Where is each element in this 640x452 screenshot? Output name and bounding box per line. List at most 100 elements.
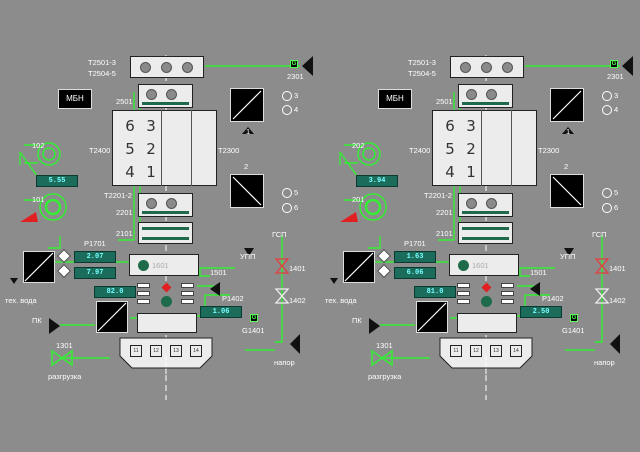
cooler-block[interactable] — [96, 301, 128, 333]
thrust-pad: 12 — [150, 345, 162, 357]
label-1402: 1402 — [609, 296, 626, 305]
flow-indicator[interactable]: G — [570, 314, 578, 322]
motor-1-block[interactable] — [230, 88, 264, 122]
label-g1401: G1401 — [562, 326, 585, 335]
label-gsp: ГСП — [272, 230, 287, 239]
winding-label: 6 — [445, 117, 455, 135]
label-4: 4 — [294, 105, 299, 114]
label-1501: 1501 — [210, 268, 227, 277]
value-display-pressure: 2.07 — [74, 251, 116, 263]
label-napor: напор — [274, 358, 295, 367]
bearing-block-2101[interactable] — [458, 222, 513, 244]
label-pk: ПК — [352, 316, 362, 325]
pump-block[interactable] — [343, 251, 375, 283]
arrow-left-icon — [290, 334, 300, 354]
temp-label-t2501: T2501-3 — [408, 58, 436, 67]
status-ring-4 — [282, 105, 292, 115]
status-ring-3 — [282, 91, 292, 101]
motor-1-block[interactable] — [550, 88, 584, 122]
arrow-right-icon — [49, 318, 60, 334]
temp-label-t2300: T2300 — [218, 146, 240, 155]
pump-block[interactable] — [23, 251, 55, 283]
bearing-block-2101[interactable] — [138, 222, 193, 244]
label-2201: 2201 — [116, 208, 133, 217]
label-motor-2: 2 — [564, 162, 569, 171]
label-upp: УПП — [240, 252, 256, 261]
value-display-flow: 7.97 — [74, 267, 116, 279]
temp-label-t2201: T2201-2 — [424, 191, 452, 200]
label-fan-top: 202 — [352, 141, 365, 150]
stator-block[interactable]: 6 3 5 2 4 1 — [112, 110, 217, 186]
status-ring-5 — [282, 188, 292, 198]
flow-indicator[interactable]: G — [250, 314, 258, 322]
arrow-right-icon — [369, 318, 380, 334]
mbn-button[interactable]: МБН — [58, 89, 92, 109]
label-1301: 1301 — [376, 341, 393, 350]
label-motor-1: 1 — [246, 127, 251, 136]
control-cluster[interactable] — [137, 281, 197, 311]
label-1601: 1601 — [152, 261, 169, 270]
unit-panel-1: T2501-3 T2504-5 G 2301 МБН 2501 1 3 4 10… — [5, 55, 313, 400]
valve-icon — [51, 349, 73, 367]
temp-label-t2504: T2504-5 — [408, 69, 436, 78]
status-ring-5 — [602, 188, 612, 198]
winding-label: 1 — [466, 163, 476, 181]
winding-label: 5 — [125, 140, 135, 158]
motor-icon — [119, 337, 213, 369]
label-napor: напор — [594, 358, 615, 367]
stator-block[interactable]: 6 3 5 2 4 1 — [432, 110, 537, 186]
label-2101: 2101 — [436, 229, 453, 238]
thrust-pad: 12 — [470, 345, 482, 357]
mbn-button[interactable]: МБН — [378, 89, 412, 109]
bearing-block-top[interactable] — [130, 56, 204, 78]
label-2101: 2101 — [116, 229, 133, 238]
value-display-temp: 82.0 — [94, 286, 136, 298]
bearing-block-2501[interactable] — [458, 84, 513, 108]
motor-icon — [439, 337, 533, 369]
label-3: 3 — [614, 91, 619, 100]
value-display-fan: 3.94 — [356, 175, 398, 187]
arrow-up-icon — [242, 127, 254, 134]
pressure-label-p1402: P1402 — [222, 294, 244, 303]
label-5: 5 — [614, 188, 619, 197]
winding-label: 4 — [125, 163, 135, 181]
label-1501: 1501 — [530, 268, 547, 277]
pressure-label-p1402: P1402 — [542, 294, 564, 303]
display-1601[interactable]: 1601 — [449, 254, 519, 276]
control-cluster[interactable] — [457, 281, 517, 311]
thrust-pad: 13 — [490, 345, 502, 357]
motor-2-block[interactable] — [230, 174, 264, 208]
label-upp: УПП — [560, 252, 576, 261]
pressure-label-p1701: P1701 — [84, 239, 106, 248]
bearing-block-2201[interactable] — [458, 193, 513, 217]
bearing-block-top[interactable] — [450, 56, 524, 78]
winding-label: 2 — [146, 140, 156, 158]
flow-indicator[interactable]: G — [290, 60, 298, 68]
flow-indicator[interactable]: G — [610, 60, 618, 68]
valve-icon — [274, 288, 290, 304]
cooler-block[interactable] — [416, 301, 448, 333]
valve-icon — [594, 288, 610, 304]
thrust-pad: 14 — [190, 345, 202, 357]
bearing-block-2501[interactable] — [138, 84, 193, 108]
label-6: 6 — [614, 203, 619, 212]
bearing-block-2201[interactable] — [138, 193, 193, 217]
motor-2-block[interactable] — [550, 174, 584, 208]
label-2501: 2501 — [116, 97, 133, 106]
bearing-block-bottom[interactable] — [137, 313, 197, 333]
winding-label: 5 — [445, 140, 455, 158]
label-2501: 2501 — [436, 97, 453, 106]
bearing-block-bottom[interactable] — [457, 313, 517, 333]
fan-icon — [344, 142, 381, 166]
fan-icon — [24, 142, 61, 166]
label-1601: 1601 — [472, 261, 489, 270]
arrow-left-icon — [610, 334, 620, 354]
label-gsp: ГСП — [592, 230, 607, 239]
temp-label-t2201: T2201-2 — [104, 191, 132, 200]
arrow-down-icon — [244, 248, 254, 256]
fan-icon — [20, 193, 67, 222]
arrow-left-icon — [530, 282, 540, 296]
display-1601[interactable]: 1601 — [129, 254, 199, 276]
arrow-up-icon — [10, 278, 18, 284]
thrust-pad: 13 — [170, 345, 182, 357]
